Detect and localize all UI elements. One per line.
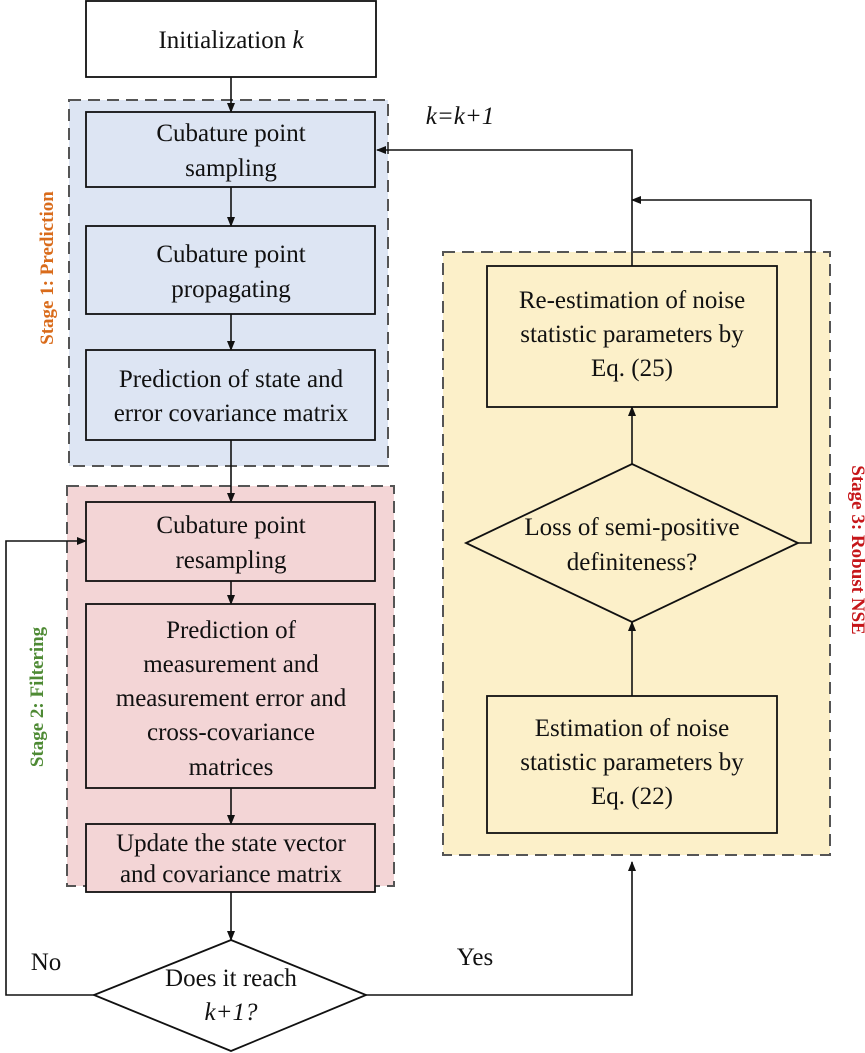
- decision-k-line1: Does it reach: [165, 965, 297, 992]
- propagating-box: [85, 225, 376, 315]
- reestimation-line2: statistic parameters by: [520, 321, 744, 348]
- measurement-prediction-line2: measurement and: [143, 651, 319, 678]
- reestimation-line3: Eq. (25): [591, 355, 673, 382]
- measurement-prediction-line4: cross-covariance: [147, 719, 315, 746]
- init-box: [85, 0, 377, 78]
- decision-reach-k1: [91, 939, 369, 1052]
- no-label: No: [31, 949, 62, 976]
- measurement-prediction-line3: measurement error and: [116, 685, 347, 712]
- decision-loss-line1: Loss of semi-positive: [524, 514, 739, 541]
- estimation-line2: statistic parameters by: [520, 749, 744, 776]
- arrow-no-loop: [5, 537, 94, 996]
- decision-loss-line2: definiteness?: [567, 549, 698, 576]
- stage2-label: Stage 2: Filtering: [27, 626, 48, 767]
- stage3-label: Stage 3: Robust NSE: [847, 465, 865, 634]
- decision-k-line2: k+1?: [205, 999, 258, 1026]
- estimation-box: [486, 695, 778, 834]
- resampling-box: [85, 501, 376, 582]
- update-box: [85, 823, 376, 893]
- propagating-line1: Cubature point: [156, 241, 305, 268]
- reestimation-line1: Re-estimation of noise: [519, 287, 745, 314]
- yes-label: Yes: [457, 944, 493, 971]
- update-line1: Update the state vector: [116, 830, 346, 857]
- sampling-line1: Cubature point: [156, 120, 305, 147]
- sampling-box: [85, 111, 376, 188]
- stage1-label: Stage 1: Prediction: [37, 191, 58, 345]
- update-line2: and covariance matrix: [120, 861, 343, 888]
- estimation-line1: Estimation of noise: [535, 715, 729, 742]
- propagating-line2: propagating: [171, 276, 291, 303]
- arrow-loss-feedback: [631, 196, 812, 544]
- measurement-prediction-line1: Prediction of: [166, 617, 297, 644]
- arrow-k-update: [376, 146, 633, 266]
- init-text: Initialization k: [158, 27, 304, 54]
- resampling-line1: Cubature point: [156, 512, 305, 539]
- k-update-label: k=k+1: [426, 103, 494, 130]
- measurement-prediction-box: [85, 603, 376, 789]
- sampling-line2: sampling: [185, 155, 277, 182]
- resampling-line2: resampling: [175, 547, 287, 574]
- arrow-yes-to-estimation: [366, 861, 636, 996]
- estimation-line3: Eq. (22): [591, 783, 673, 810]
- reestimation-box: [486, 265, 778, 408]
- prediction-state-box: [85, 349, 376, 441]
- init-label: Initialization: [158, 27, 292, 54]
- decision-loss-definiteness: [463, 463, 801, 623]
- measurement-prediction-line5: matrices: [189, 754, 274, 781]
- init-var: k: [292, 27, 304, 54]
- prediction-state-line2: error covariance matrix: [114, 400, 349, 427]
- prediction-state-line1: Prediction of state and: [119, 366, 344, 393]
